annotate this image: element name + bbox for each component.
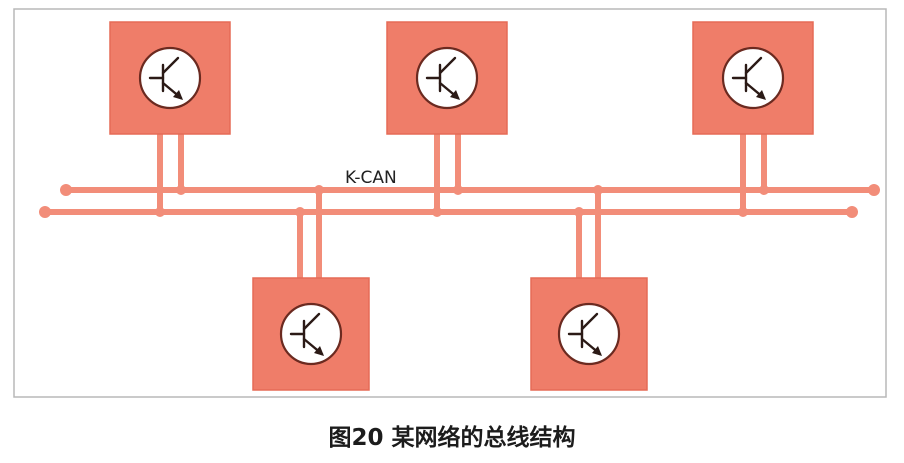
emitter-arrow-icon (173, 90, 183, 100)
junction-dot (738, 207, 748, 217)
emitter-arrow-icon (592, 346, 602, 356)
transistor-collector (438, 56, 457, 75)
transistor-icon (557, 302, 621, 366)
bus-end-terminal (868, 184, 880, 196)
bus-label: K-CAN (345, 168, 397, 188)
bus-end-terminal (846, 206, 858, 218)
node-box-top-left (109, 21, 231, 135)
bus-lines (39, 184, 880, 218)
junction-dot (593, 185, 603, 195)
junction-dot (314, 185, 324, 195)
transistor-circle (557, 302, 621, 366)
node-box-bottom-right (530, 277, 648, 391)
bus-end-terminal (39, 206, 51, 218)
node-box-bottom-left (252, 277, 370, 391)
junctions (155, 185, 769, 217)
transistor-circle (415, 46, 479, 110)
transistor-circle (279, 302, 343, 366)
transistor-icon (721, 46, 785, 110)
emitter-arrow-icon (314, 346, 324, 356)
transistor-icon (138, 46, 202, 110)
junction-dot (155, 207, 165, 217)
transistor-circle (721, 46, 785, 110)
junction-dot (176, 185, 186, 195)
transistor-collector (302, 312, 321, 331)
node-box-body (692, 21, 814, 135)
emitter-arrow-icon (756, 90, 766, 100)
node-stubs (157, 134, 767, 278)
nodes (109, 21, 814, 391)
junction-dot (295, 207, 305, 217)
node-box-top-right (692, 21, 814, 135)
transistor-collector (744, 56, 763, 75)
transistor-icon (279, 302, 343, 366)
junction-dot (453, 185, 463, 195)
transistor-collector (161, 56, 180, 75)
bus-end-terminal (60, 184, 72, 196)
node-box-top-center (386, 21, 508, 135)
junction-dot (759, 185, 769, 195)
emitter-arrow-icon (450, 90, 460, 100)
figure-caption: 图20 某网络的总线结构 (328, 424, 575, 451)
transistor-icon (415, 46, 479, 110)
transistor-collector (580, 312, 599, 331)
transistor-circle (138, 46, 202, 110)
junction-dot (574, 207, 584, 217)
junction-dot (432, 207, 442, 217)
